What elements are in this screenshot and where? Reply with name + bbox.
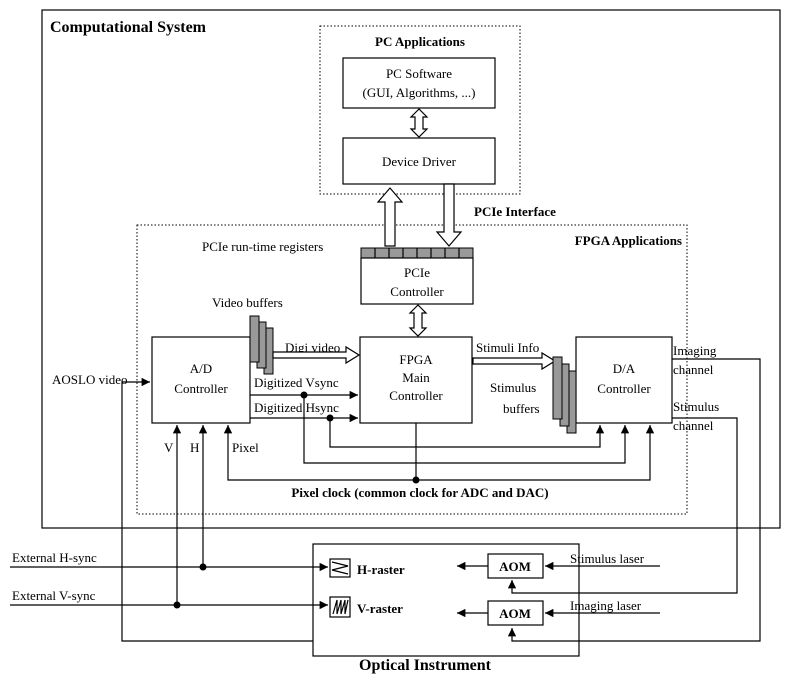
- pixel-clock-label: Pixel clock (common clock for ADC and DA…: [291, 485, 548, 500]
- device-driver-label: Device Driver: [382, 154, 457, 169]
- ad-controller-subtitle: Controller: [174, 381, 228, 396]
- pc-software-subtitle: (GUI, Algorithms, ...): [362, 85, 475, 100]
- pcie-fpga-double-arrow: [408, 304, 428, 337]
- stimulus-buffers-stack: [552, 356, 577, 434]
- computational-system-title: Computational System: [50, 19, 207, 36]
- pcie-registers-strip: [360, 247, 474, 259]
- stimulus-channel-subtitle: channel: [673, 418, 714, 433]
- stimulus-channel-wire: [507, 417, 738, 594]
- pc-software-title: PC Software: [386, 66, 452, 81]
- video-buffers-stack: [249, 315, 274, 375]
- optical-instrument-title: Optical Instrument: [359, 657, 492, 674]
- device-driver-box: [342, 137, 496, 185]
- stimulus-channel-title: Stimulus: [673, 399, 719, 414]
- stimuli-info-label: Stimuli Info: [476, 340, 539, 355]
- pc-applications-label: PC Applications: [375, 34, 465, 49]
- stimulus-laser-label: Stimulus laser: [570, 551, 645, 566]
- pcie-controller-title: PCIe: [404, 265, 430, 280]
- aom-top-box: [487, 553, 544, 579]
- imaging-channel-title: Imaging: [673, 343, 717, 358]
- stimulus-buffers-title: Stimulus: [490, 380, 536, 395]
- software-driver-double-arrow: [409, 108, 429, 138]
- pcie-up-arrow: [376, 187, 404, 247]
- fpga-controller-line1: FPGA: [399, 352, 433, 367]
- pixel-label: Pixel: [232, 440, 259, 455]
- da-controller-subtitle: Controller: [597, 381, 651, 396]
- pcie-registers-label: PCIe run-time registers: [202, 239, 323, 254]
- pixel-clock-to-da-line: [416, 425, 655, 481]
- digi-video-arrow: [272, 345, 361, 365]
- pc-software-box: [342, 57, 496, 109]
- pc-applications-region: [319, 25, 521, 195]
- hsync-junction: [199, 563, 207, 571]
- fpga-controller-line3: Controller: [389, 388, 443, 403]
- fpga-applications-region: [136, 224, 688, 515]
- aom-bottom-box: [487, 600, 544, 626]
- pcie-controller-subtitle: Controller: [390, 284, 444, 299]
- hsync-to-da-line: [329, 418, 605, 448]
- aom-top-label: AOM: [499, 559, 531, 574]
- digitized-vsync-label: Digitized Vsync: [254, 375, 339, 390]
- v-label: V: [164, 440, 174, 455]
- external-vsync-label: External V-sync: [12, 588, 96, 603]
- pcie-down-arrow: [435, 183, 463, 247]
- fpga-applications-label: FPGA Applications: [575, 233, 682, 248]
- aoslo-video-wire: [121, 377, 313, 642]
- stimuli-info-arrow: [472, 351, 557, 371]
- optical-instrument-frame: [312, 543, 580, 657]
- imaging-channel-subtitle: channel: [673, 362, 714, 377]
- video-buffers-label: Video buffers: [212, 295, 283, 310]
- h-label: H: [190, 440, 199, 455]
- vsync-junction: [173, 601, 181, 609]
- vsync-to-da-line: [303, 395, 630, 464]
- stimulus-buffers-subtitle: buffers: [503, 401, 540, 416]
- da-controller-box: [575, 336, 673, 424]
- da-controller-title: D/A: [613, 361, 636, 376]
- computational-system-frame: [41, 9, 781, 529]
- v-raster-label: V-raster: [357, 601, 403, 616]
- aoslo-video-label: AOSLO video: [52, 372, 127, 387]
- ad-controller-box: [151, 336, 251, 424]
- imaging-channel-wire: [507, 358, 761, 642]
- v-raster-icon: [329, 596, 351, 618]
- digitized-hsync-label: Digitized Hsync: [254, 400, 339, 415]
- aom-bottom-label: AOM: [499, 606, 531, 621]
- pixel-clock-to-ad-line: [223, 425, 416, 481]
- external-hsync-label: External H-sync: [12, 550, 97, 565]
- h-raster-icon: [329, 558, 351, 578]
- imaging-laser-label: Imaging laser: [570, 598, 642, 613]
- fpga-controller-line2: Main: [402, 370, 430, 385]
- h-raster-label: H-raster: [357, 562, 405, 577]
- pcie-controller-box: [360, 257, 474, 305]
- pcie-interface-label: PCIe Interface: [474, 204, 556, 219]
- digi-video-label: Digi video: [285, 340, 340, 355]
- ad-controller-title: A/D: [190, 361, 212, 376]
